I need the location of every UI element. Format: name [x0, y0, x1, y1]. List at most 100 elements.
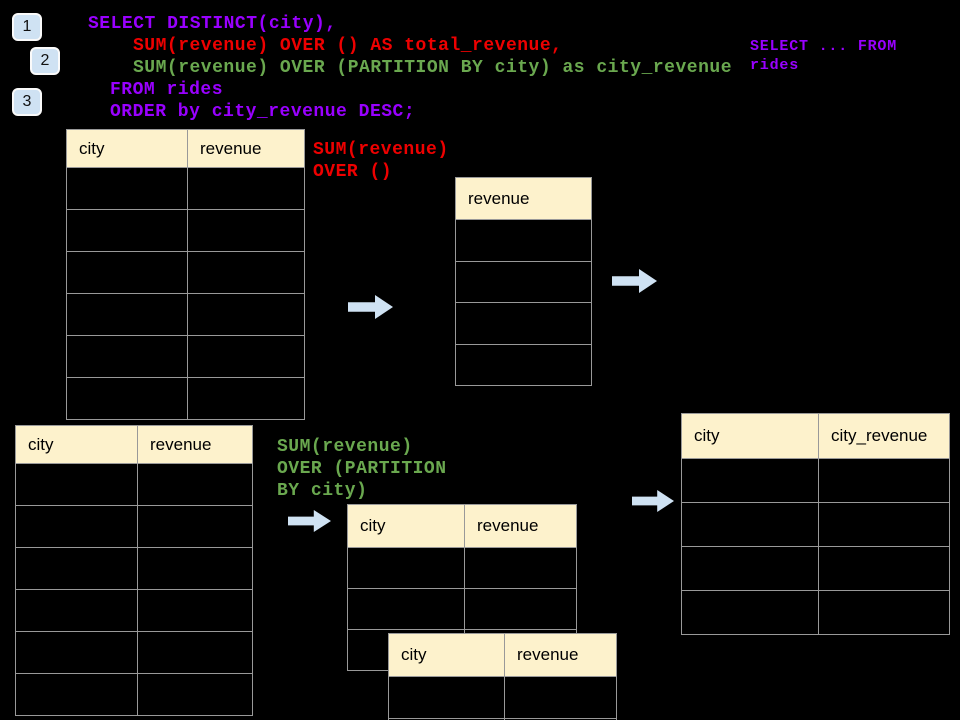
table-cell — [67, 168, 187, 209]
sql-code-line-4: FROM rides — [110, 80, 224, 100]
column-header-city: city — [67, 130, 187, 167]
table-row — [16, 547, 252, 589]
table-cell — [682, 503, 818, 546]
table-cell — [682, 547, 818, 590]
table-cell — [137, 674, 252, 715]
table-cell — [348, 548, 464, 588]
step-badge-1: 1 — [12, 13, 42, 41]
table-row — [67, 209, 304, 251]
table-row — [456, 302, 591, 344]
table-cell — [682, 459, 818, 502]
table-cell — [187, 294, 304, 335]
table-cell — [504, 677, 616, 718]
annotation-total-revenue-note: SUM(revenue)OVER () — [313, 139, 449, 183]
table-cell — [67, 294, 187, 335]
table-row — [456, 343, 591, 385]
table-cell — [456, 261, 591, 302]
table-cell — [16, 674, 137, 715]
table-cell — [16, 548, 137, 589]
table-row — [456, 260, 591, 302]
table-cell — [456, 220, 591, 261]
table-cell — [16, 590, 137, 631]
table-cell — [464, 548, 576, 588]
table-cell — [187, 378, 304, 419]
table-cell — [818, 591, 949, 634]
table-cell — [682, 591, 818, 634]
step-badge-2: 2 — [30, 47, 60, 75]
sql-code-line-2: SUM(revenue) OVER () AS total_revenue, — [133, 36, 563, 56]
table-cell — [348, 589, 464, 629]
table-row — [16, 631, 252, 673]
table-row — [16, 673, 252, 715]
step-badge-3: 3 — [12, 88, 42, 116]
sql-code-line-5: ORDER by city_revenue DESC; — [110, 102, 416, 122]
table-row — [682, 546, 949, 590]
table-cell — [137, 464, 252, 505]
annotation-partition-note-line-2: OVER (PARTITION — [277, 459, 447, 479]
table-cell — [818, 547, 949, 590]
table-cell — [16, 506, 137, 547]
table-cell — [456, 303, 591, 344]
table-row — [16, 589, 252, 631]
table-row — [67, 167, 304, 209]
column-header-city_revenue: city_revenue — [818, 414, 949, 458]
annotation-total-revenue-note-line-1: SUM(revenue) — [313, 140, 449, 160]
table-cell — [137, 590, 252, 631]
side-note-line-2: rides — [750, 57, 800, 74]
table-row — [682, 590, 949, 634]
column-header-revenue: revenue — [504, 634, 616, 676]
table-row — [348, 547, 576, 588]
column-header-revenue: revenue — [137, 426, 252, 463]
table-cell — [818, 459, 949, 502]
table-revenue-only: revenue — [455, 177, 592, 386]
table-cell — [187, 336, 304, 377]
table-cell — [16, 632, 137, 673]
table-row — [456, 219, 591, 261]
table-row — [67, 293, 304, 335]
table-cell — [16, 464, 137, 505]
table-cell — [67, 378, 187, 419]
column-header-city: city — [682, 414, 818, 458]
column-header-city: city — [16, 426, 137, 463]
table-cell — [137, 548, 252, 589]
table-row — [389, 676, 616, 718]
table-cell — [187, 210, 304, 251]
table-row — [67, 251, 304, 293]
table-row — [348, 588, 576, 629]
column-header-city: city — [389, 634, 504, 676]
annotation-partition-note-line-1: SUM(revenue) — [277, 437, 413, 457]
sql-code-line-1: SELECT DISTINCT(city), — [88, 14, 337, 34]
table-row — [16, 505, 252, 547]
sql-code-line-3: SUM(revenue) OVER (PARTITION BY city) as… — [133, 58, 732, 78]
table-cell — [67, 336, 187, 377]
annotation-total-revenue-note-line-2: OVER () — [313, 162, 393, 182]
table-revenue-only-header-row: revenue — [456, 178, 591, 219]
table-cell — [456, 344, 591, 385]
annotation-partition-note-line-3: BY city) — [277, 481, 368, 501]
table-row — [67, 335, 304, 377]
side-note: SELECT ... FROM rides — [750, 37, 897, 75]
table-cell — [464, 589, 576, 629]
table-cell — [389, 677, 504, 718]
table-row — [67, 377, 304, 419]
table-cell — [137, 632, 252, 673]
table-cell — [187, 252, 304, 293]
table-cell — [67, 252, 187, 293]
table-cell — [137, 506, 252, 547]
side-note-line-1: SELECT ... FROM — [750, 38, 898, 55]
table-cell — [818, 503, 949, 546]
